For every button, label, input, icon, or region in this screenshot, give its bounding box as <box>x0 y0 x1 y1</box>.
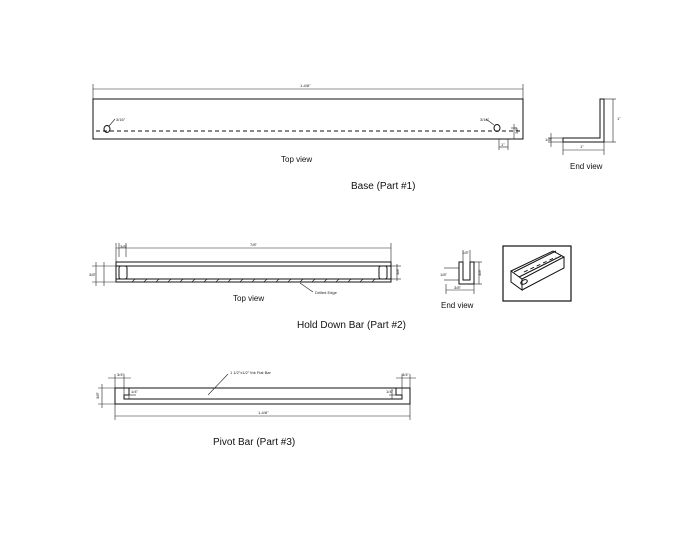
base-end-height-dim: 1" <box>617 116 621 121</box>
hold-down-right-dim: 3/8" <box>395 267 400 275</box>
isometric-frame <box>502 245 572 302</box>
hold-down-end-top-dim: 1/8" <box>462 250 470 255</box>
base-hole-offset-dim: 1" <box>501 142 505 147</box>
pivot-left-notch-dim: 3/4" <box>117 372 125 377</box>
base-hole-left-dim: 3/16" <box>116 117 126 122</box>
hold-down-end-view: 1/8" 3/8" 1/8" 3/8" <box>440 250 482 294</box>
hold-down-slot-dim: 3/8" <box>120 244 128 249</box>
base-hole-left <box>103 125 111 133</box>
pivot-title: Pivot Bar (Part #3) <box>213 437 295 448</box>
base-angle-profile <box>562 98 605 143</box>
base-length-dim: 1-4/8" <box>300 83 311 88</box>
pivot-bar-view: 3/4" 3/8" 1/4" 3/4" 1/4" 1 1/2"x1/2" thk… <box>95 370 416 420</box>
pivot-right-inner-dim: 1/4" <box>386 389 394 394</box>
base-hole-right-dim: 3/16" <box>480 117 490 122</box>
channel-top-face <box>510 250 566 280</box>
channel-side-face <box>521 257 565 291</box>
base-plate <box>92 98 524 140</box>
base-end-width-dim: 1" <box>580 144 584 149</box>
hold-down-channel-profile <box>458 261 475 285</box>
pivot-length-dim: 1-4/8" <box>258 410 269 415</box>
drilled-edge-hatch <box>131 278 376 283</box>
base-hole-right <box>493 124 501 132</box>
pivot-note: 1 1/2"x1/2" thk Flat Bar <box>230 370 272 375</box>
pivot-bar-outline <box>114 387 411 405</box>
pivot-right-notch-dim: 3/4" <box>402 372 410 377</box>
hold-down-top-view: 7/8" 3/8" <box>89 242 401 295</box>
hold-down-isometric-detail <box>502 245 572 302</box>
base-end-view: 1" 1" 1/8" <box>545 98 621 155</box>
base-end-view-label: End view <box>570 162 603 171</box>
hold-down-slot-right <box>378 265 388 280</box>
base-top-view-label: Top view <box>281 155 312 164</box>
base-hole-edge-dim: 3/8" <box>514 126 519 134</box>
hold-down-end-left-dim: 1/8" <box>440 272 448 277</box>
hold-down-end-view-label: End view <box>441 301 474 310</box>
pivot-left-height-dim: 3/8" <box>95 391 100 399</box>
hold-down-width-dim: 3/8" <box>89 272 97 277</box>
channel-end-face <box>510 271 523 291</box>
pivot-left-inner-dim: 1/4" <box>131 389 139 394</box>
hold-down-title: Hold Down Bar (Part #2) <box>297 320 406 331</box>
hold-down-slot-left <box>118 265 128 280</box>
hold-down-length-dim: 7/8" <box>250 242 258 247</box>
drilled-edge-label: Drilled Edge <box>315 290 338 295</box>
hold-down-end-height-dim: 3/8" <box>477 268 482 276</box>
hold-down-top-view-label: Top view <box>233 294 264 303</box>
base-end-thk-dim: 1/8" <box>545 137 553 142</box>
isometric-slot <box>520 279 528 285</box>
hold-down-end-width-dim: 3/8" <box>454 285 462 290</box>
hold-down-bar <box>115 261 392 283</box>
base-title: Base (Part #1) <box>351 181 415 192</box>
base-top-view: 1-4/8" 3/16" 3/16" 1" 3/8" <box>92 83 524 150</box>
